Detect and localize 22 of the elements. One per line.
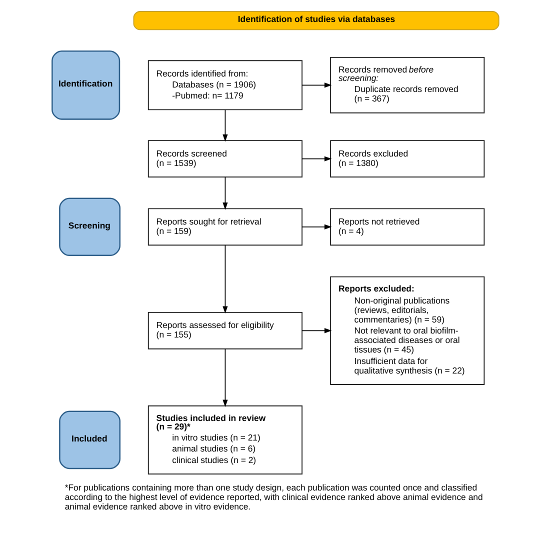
node-box: Records screened (n = 1539) bbox=[147, 140, 302, 178]
arrow bbox=[222, 176, 228, 210]
node-box: Studies included in review (n = 29)* in vitro studies (n = 21) animal studies (n = 6) clinical studies (n = 2) bbox=[147, 405, 302, 474]
node-box: Records excluded (n = 1380) bbox=[330, 140, 484, 178]
node-box: Records removed before screening: Duplicate records removed (n = 367) bbox=[330, 56, 484, 114]
node-box: Records identified from: Databases (n = 1906) -Pubmed: n= 1179 bbox=[147, 60, 302, 110]
arrow bbox=[222, 244, 228, 314]
arrow bbox=[301, 82, 332, 88]
arrow bbox=[222, 348, 228, 408]
node-box: Reports sought for retrieval (n = 159) bbox=[147, 208, 302, 246]
arrow bbox=[301, 328, 332, 334]
node-box: Reports not retrieved (n = 4) bbox=[330, 208, 484, 246]
node-box: Reports excluded: Non-original publications (reviews, editorials, commentaries) (n = 59) Not relevant to oral biofilm-associated diseases or oral tissues (n = 45) Insufficient data for qualitative synthesis (n = 22) bbox=[330, 276, 484, 385]
arrow bbox=[301, 224, 332, 230]
node-box: Screening bbox=[58, 198, 120, 256]
node-box: Identification bbox=[51, 50, 120, 120]
node-box: Identification of studies via databases bbox=[132, 11, 499, 30]
node-box: Included bbox=[58, 410, 120, 470]
arrow bbox=[222, 109, 228, 142]
arrow bbox=[301, 156, 332, 162]
caption: *For publications containing more than one study design, each publication was counted once and classified according to the highest level of evidence reported, with clinical evidence ranked above animal evidence and animal evidence ranked above in vitro evidence. bbox=[64, 482, 482, 512]
node-box: Reports assessed for eligibility (n = 155) bbox=[147, 312, 302, 350]
